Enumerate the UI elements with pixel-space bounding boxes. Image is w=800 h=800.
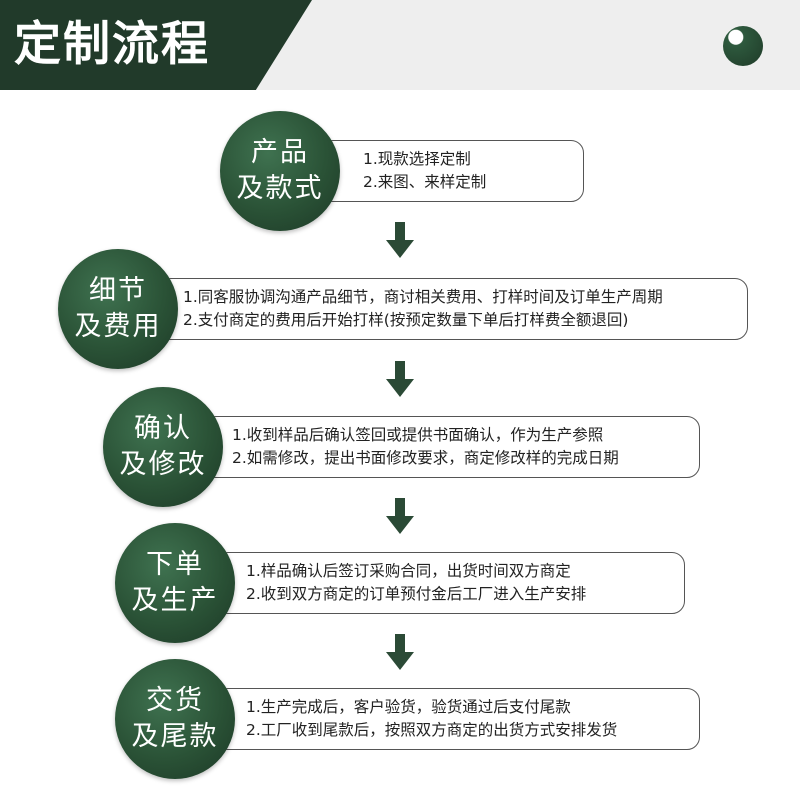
step-title-circle: 产品 及款式 xyxy=(220,111,340,231)
arrow-down-icon xyxy=(386,498,414,536)
step-description-line: 1.收到样品后确认签回或提供书面确认，作为生产参照 xyxy=(232,426,604,444)
step-description-line: 2.如需修改，提出书面修改要求，商定修改样的完成日期 xyxy=(232,449,619,467)
step-description-box: 1.收到样品后确认签回或提供书面确认，作为生产参照 2.如需修改，提出书面修改要… xyxy=(203,416,700,478)
step-description-box: 1.现款选择定制 2.来图、来样定制 xyxy=(320,140,584,202)
step-description-line: 2.来图、来样定制 xyxy=(363,173,487,191)
step-description-line: 2.支付商定的费用后开始打样(按预定数量下单后打样费全额退回) xyxy=(183,311,629,329)
step-title-line: 交货 xyxy=(146,685,204,716)
circle-dot-icon xyxy=(723,26,763,66)
step-title-circle: 确认 及修改 xyxy=(103,387,223,507)
step-title-circle: 细节 及费用 xyxy=(58,249,178,369)
step-description-line: 1.现款选择定制 xyxy=(363,150,471,168)
step-description-line: 1.样品确认后签订采购合同，出货时间双方商定 xyxy=(246,562,571,580)
page-title: 定制流程 xyxy=(14,17,210,72)
step-description-box: 1.同客服协调沟通产品细节，商讨相关费用、打样时间及订单生产周期 2.支付商定的… xyxy=(158,278,748,340)
step-title-line: 产品 xyxy=(251,137,309,168)
step-title-line: 及尾款 xyxy=(131,721,219,752)
step-description-line: 1.生产完成后，客户验货，验货通过后支付尾款 xyxy=(246,698,571,716)
step-description-line: 1.同客服协调沟通产品细节，商讨相关费用、打样时间及订单生产周期 xyxy=(183,288,663,306)
step-title-line: 确认 xyxy=(134,413,192,444)
arrow-down-icon xyxy=(386,222,414,260)
header-title-tab xyxy=(0,0,312,90)
step-description-box: 1.生产完成后，客户验货，验货通过后支付尾款 2.工厂收到尾款后，按照双方商定的… xyxy=(215,688,700,750)
step-description-box: 1.样品确认后签订采购合同，出货时间双方商定 2.收到双方商定的订单预付金后工厂… xyxy=(215,552,685,614)
step-title-circle: 下单 及生产 xyxy=(115,523,235,643)
step-title-line: 及费用 xyxy=(74,311,162,342)
step-description-line: 2.收到双方商定的订单预付金后工厂进入生产安排 xyxy=(246,585,587,603)
header-bar: 定制流程 xyxy=(0,0,800,90)
step-description-line: 2.工厂收到尾款后，按照双方商定的出货方式安排发货 xyxy=(246,721,618,739)
step-title-line: 及款式 xyxy=(236,173,324,204)
arrow-down-icon xyxy=(386,361,414,399)
step-title-line: 细节 xyxy=(89,275,147,306)
step-title-line: 及生产 xyxy=(131,585,219,616)
step-title-circle: 交货 及尾款 xyxy=(115,659,235,779)
arrow-down-icon xyxy=(386,634,414,672)
step-title-line: 下单 xyxy=(146,549,204,580)
step-title-line: 及修改 xyxy=(119,449,207,480)
